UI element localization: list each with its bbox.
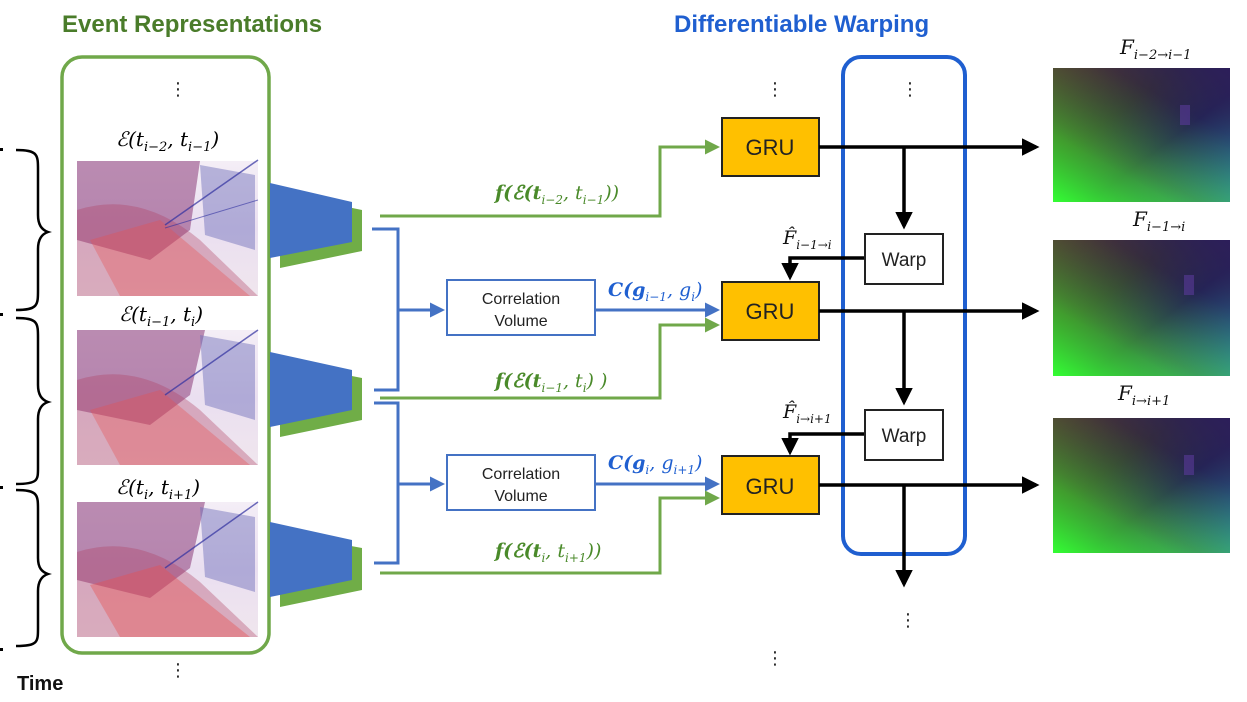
warp-label-1: Warp (882, 250, 927, 271)
feature-label-3: f(ℰ(ti, ti+1)) (493, 540, 601, 565)
gru-label-3: GRU (746, 474, 795, 499)
green-connectors (380, 139, 720, 575)
flow-image-2 (1053, 240, 1230, 376)
time-ticks (0, 148, 3, 651)
warp-label-2: Warp (882, 426, 927, 447)
correlation-label-2: C(gi, gi+1) (608, 452, 702, 477)
event-image-1 (77, 159, 259, 296)
warp-box-2 (864, 409, 944, 461)
correlation-arrows (595, 302, 720, 492)
ellipsis-events-bottom: ⋮ (169, 660, 187, 681)
warped-flow-label-1: F̂i−1→i (782, 227, 832, 252)
flow-image-1 (1053, 68, 1230, 202)
encoder-1 (270, 183, 362, 268)
correlation-volume-1-line2: Volume (494, 313, 547, 330)
encoder-2 (270, 352, 362, 437)
encoder-3 (270, 522, 362, 607)
event-image-3 (77, 501, 259, 637)
correlation-volume-2-line1: Correlation (482, 466, 560, 483)
correlation-volume-2-line2: Volume (494, 488, 547, 505)
gru-label-1: GRU (746, 135, 795, 160)
blue-connectors (372, 227, 445, 565)
event-label-1: ℰ(ti−2, ti−1) (116, 127, 219, 155)
flow-label-2: Fi−1→i (1132, 207, 1185, 235)
flow-label-1: Fi−2→i−1 (1119, 35, 1191, 63)
event-label-2: ℰ(ti−1, ti) (119, 302, 203, 330)
feature-label-1: f(ℰ(ti−2, ti−1)) (493, 182, 619, 207)
ellipsis-warp-top: ⋮ (901, 79, 919, 100)
gru-box-1 (721, 117, 820, 177)
ellipsis-events-top: ⋮ (169, 79, 187, 100)
gru-label-2: GRU (746, 299, 795, 324)
time-braces (15, 148, 52, 648)
event-label-3: ℰ(ti, ti+1) (116, 475, 200, 503)
event-image-2 (77, 329, 259, 465)
flow-arrows (781, 138, 1040, 588)
correlation-volume-1 (446, 279, 596, 336)
warping-container (841, 55, 967, 556)
time-label: Time (17, 673, 63, 695)
ellipsis-warp-bottom: ⋮ (899, 610, 917, 631)
ellipsis-gru-bottom: ⋮ (766, 648, 784, 669)
gru-box-2 (721, 281, 820, 341)
correlation-label-1: C(gi−1, gi) (608, 279, 702, 304)
title-differentiable-warping: Differentiable Warping (674, 11, 929, 38)
warped-flow-label-2: F̂i→i+1 (782, 401, 832, 426)
ellipsis-gru-top: ⋮ (766, 79, 784, 100)
warp-box-1 (864, 233, 944, 285)
correlation-volume-2 (446, 454, 596, 511)
correlation-volume-1-line1: Correlation (482, 291, 560, 308)
flow-label-3: Fi→i+1 (1117, 381, 1170, 409)
flow-image-3 (1053, 418, 1230, 553)
title-event-representations: Event Representations (62, 11, 322, 38)
event-container (60, 55, 271, 655)
feature-label-2: f(ℰ(ti−1, ti) ) (493, 370, 607, 395)
